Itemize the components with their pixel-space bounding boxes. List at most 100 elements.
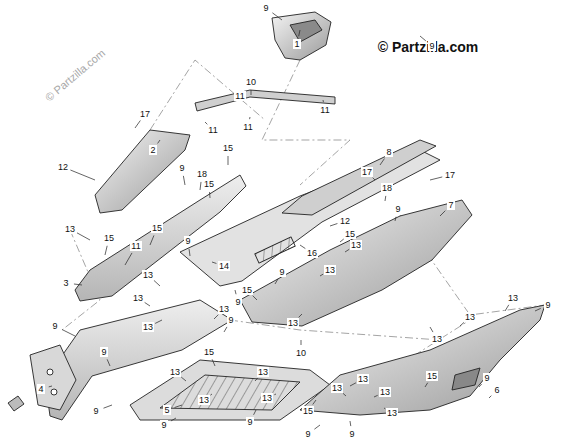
leader-line [200, 182, 201, 190]
callout-number: 5 [163, 405, 170, 415]
leader-line [340, 239, 344, 242]
leader-line [320, 274, 323, 276]
callout-number: 11 [242, 122, 253, 132]
callout-number: 7 [447, 200, 454, 210]
leader-line [175, 405, 182, 407]
leader-line [313, 400, 316, 405]
callout-number: 13 [198, 395, 210, 405]
undertray-5 [130, 360, 330, 420]
callout-number: 13 [324, 265, 336, 275]
leader-line [255, 378, 258, 381]
callout-number: 3 [62, 278, 69, 288]
callout-number: 13 [64, 224, 76, 234]
watermark: © Partzilla.com [43, 47, 108, 104]
leader-line [440, 211, 445, 216]
small-piece [8, 396, 24, 411]
leader-line [103, 405, 112, 408]
callout-number: 12 [339, 216, 351, 226]
callout-number: 11 [130, 241, 141, 251]
callout-number: 13 [142, 270, 154, 280]
callout-number: 9 [178, 163, 185, 173]
leader-line [155, 320, 162, 323]
callout-number: 15 [426, 371, 438, 381]
callout-number: 17 [361, 167, 373, 177]
leader-line [301, 340, 302, 345]
callout-number: 14 [218, 261, 230, 271]
callout-number: 9 [51, 321, 58, 331]
leader-line [212, 262, 216, 263]
leader-line [275, 279, 278, 284]
leader-line [345, 249, 349, 252]
leader-line [373, 178, 375, 180]
leader-line [489, 396, 491, 398]
leader-line [253, 296, 257, 300]
leader-line [374, 395, 378, 397]
callout-number: 11 [234, 91, 245, 101]
leader-line [105, 246, 107, 255]
callout-number: 11 [207, 125, 218, 135]
callout-number: 13 [261, 393, 273, 403]
rear-panel-6 [300, 305, 545, 415]
leader-line [385, 196, 387, 201]
callout-number: 1 [293, 39, 300, 49]
leader-line [300, 245, 305, 249]
callout-number: 18 [381, 183, 393, 193]
callout-number: 18 [196, 169, 208, 179]
leader-line [395, 217, 396, 221]
callout-number: 13 [379, 387, 391, 397]
callout-number: 13 [357, 374, 369, 384]
leader-line [251, 90, 252, 95]
leader-line [330, 224, 337, 226]
callout-number: 9 [278, 267, 285, 277]
callout-number: 17 [139, 109, 151, 119]
callout-number: 13 [386, 408, 398, 418]
leader-line [158, 140, 160, 143]
leader-line [145, 302, 150, 306]
callout-number: 13 [331, 383, 343, 393]
callout-number: 13 [287, 318, 299, 328]
leader-line [425, 383, 428, 387]
callout-number: 12 [57, 162, 69, 172]
callout-number: 9 [100, 347, 107, 357]
callout-number: 10 [245, 77, 257, 87]
leader-line [272, 13, 282, 20]
callout-number: 9 [227, 315, 234, 325]
leader-line [430, 327, 433, 332]
callout-number: 13 [257, 367, 269, 377]
callout-number: 9 [428, 41, 435, 51]
leader-line [150, 235, 154, 245]
callout-number: 11 [319, 105, 330, 115]
leader-line [74, 284, 82, 285]
callout-number: 13 [132, 293, 144, 303]
leader-line [430, 177, 442, 180]
bracket-bar [195, 90, 335, 111]
leader-line [107, 359, 110, 366]
callout-number: 9 [348, 429, 355, 439]
callout-number: 2 [149, 145, 156, 155]
top-cover-part [272, 12, 331, 60]
callout-number: 15 [241, 285, 253, 295]
leader-line [254, 410, 256, 415]
callout-number: 15 [302, 406, 314, 416]
callout-number: 13 [218, 304, 230, 314]
leader-line [460, 322, 464, 326]
callout-number: 9 [246, 417, 253, 427]
callout-number: 9 [184, 236, 191, 246]
leader-line [350, 421, 352, 426]
leader-line [212, 359, 215, 366]
leader-line [49, 386, 52, 388]
leader-line [189, 249, 191, 256]
leader-line [299, 30, 300, 36]
leader-line [70, 170, 95, 180]
leader-line [299, 314, 302, 317]
leader-line [323, 100, 324, 102]
top-panel-8 [282, 140, 436, 215]
leader-line [380, 159, 384, 165]
callout-number: 15 [203, 347, 215, 357]
leader-line [224, 327, 227, 332]
callout-number: 9 [394, 204, 401, 214]
leader-line [154, 280, 160, 286]
side-cover-7 [240, 200, 472, 326]
leader-line [343, 393, 346, 396]
